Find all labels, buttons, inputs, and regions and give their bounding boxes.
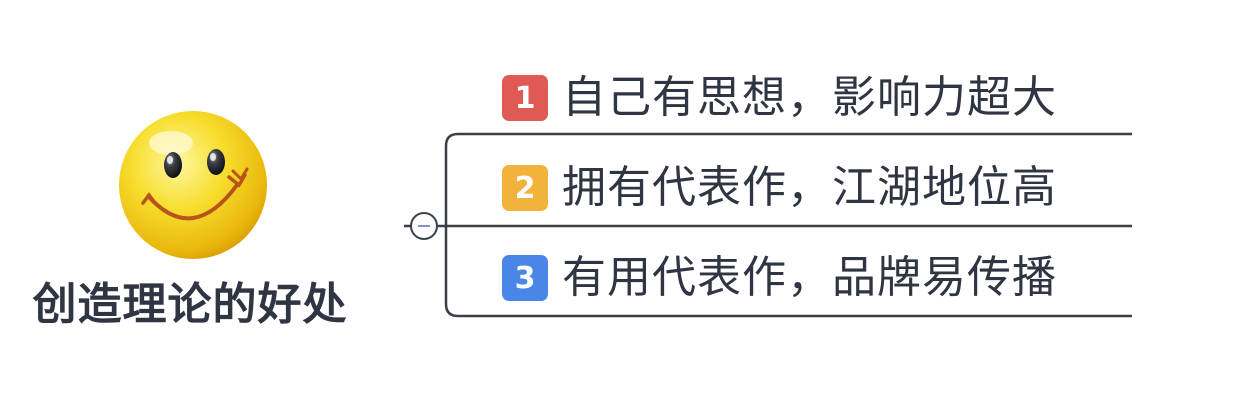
- branch-item-1[interactable]: 1 自己有思想，影响力超大: [502, 66, 1057, 130]
- priority-badge-2: 2: [502, 165, 548, 211]
- branch-item-3[interactable]: 3 有用代表作，品牌易传播: [502, 246, 1057, 310]
- central-topic[interactable]: 创造理论的好处: [10, 105, 370, 335]
- central-topic-title: 创造理论的好处: [32, 279, 348, 330]
- branch-item-2[interactable]: 2 拥有代表作，江湖地位高: [502, 156, 1057, 220]
- branch-label: 自己有思想，影响力超大: [562, 72, 1057, 123]
- collapse-toggle-button[interactable]: [410, 212, 438, 240]
- smiley-face-icon: [119, 111, 267, 259]
- branch-label: 拥有代表作，江湖地位高: [562, 162, 1057, 213]
- priority-badge-3: 3: [502, 255, 548, 301]
- branch-label: 有用代表作，品牌易传播: [562, 252, 1057, 303]
- minus-icon: [418, 225, 430, 227]
- priority-badge-1: 1: [502, 75, 548, 121]
